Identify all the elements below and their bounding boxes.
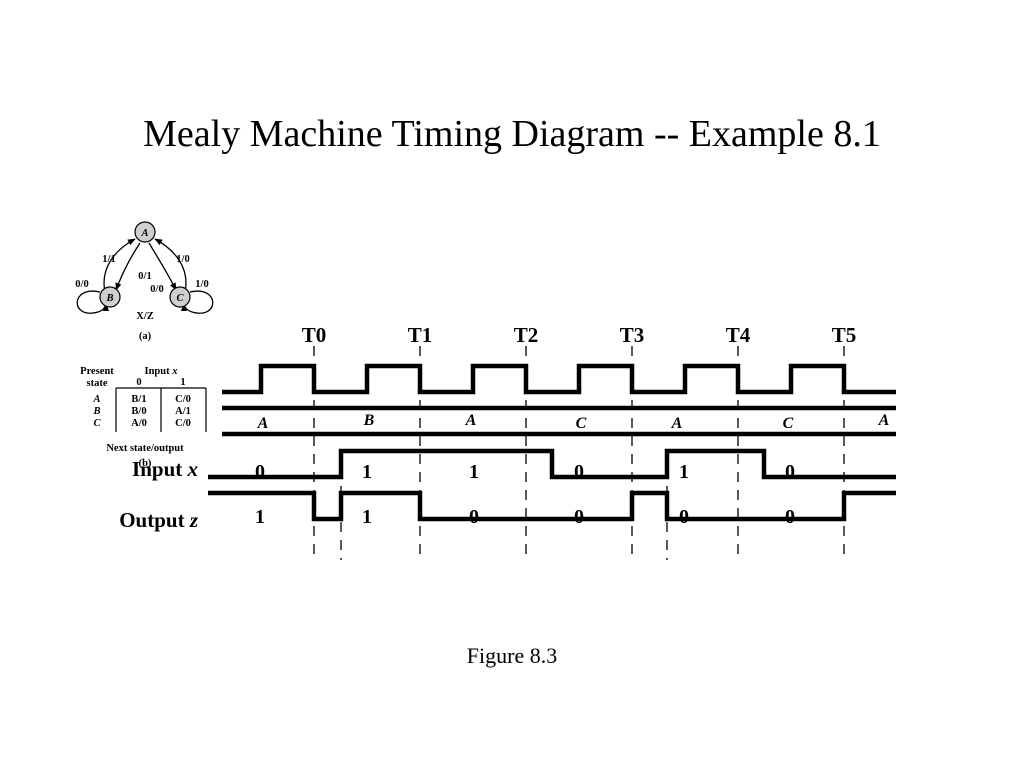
- tick-label: T4: [726, 323, 751, 347]
- state-node-a-label: A: [140, 228, 148, 239]
- edge-label-b-b: 0/0: [75, 279, 88, 290]
- state-label: A: [671, 415, 683, 432]
- tick-label: T3: [620, 323, 645, 347]
- tick-label: T1: [408, 323, 433, 347]
- output-value: 1: [255, 506, 265, 528]
- state-label: B: [363, 412, 375, 429]
- edge-b-to-a: [115, 242, 141, 291]
- edge-label-b-a: 0/1: [138, 271, 151, 282]
- state-label: C: [576, 415, 587, 432]
- input-value: 0: [255, 461, 265, 483]
- table-col-0: 0: [136, 377, 141, 388]
- state-node-c: [169, 286, 191, 308]
- clock-waveform: [222, 363, 896, 395]
- input-value: 1: [469, 461, 479, 483]
- output-value: 0: [574, 506, 584, 528]
- table-row-state: B: [92, 406, 100, 417]
- table-header-input: Input x: [145, 366, 178, 377]
- figure-caption: Figure 8.3: [467, 643, 557, 668]
- table-row-x0: B/0: [131, 406, 146, 417]
- state-label: C: [783, 415, 794, 432]
- input-label: Input x: [132, 457, 198, 481]
- edge-a-to-c: [148, 242, 177, 291]
- output-value: 1: [362, 506, 372, 528]
- slide-title: Mealy Machine Timing Diagram -- Example …: [143, 113, 881, 155]
- table-row-x1: C/0: [175, 418, 191, 429]
- output-value: 0: [469, 506, 479, 528]
- table-row-state: C: [93, 418, 101, 429]
- state-node-a: [134, 221, 156, 243]
- output-waveform: [208, 490, 896, 522]
- edge-label-a-b: 1/1: [102, 254, 115, 265]
- table-row-x1: A/1: [175, 406, 191, 417]
- table-row-x0: A/0: [131, 418, 147, 429]
- tick-label: T5: [832, 323, 857, 347]
- table-header-present: Present: [80, 366, 114, 377]
- edge-label-c-c: 1/0: [195, 279, 208, 290]
- input-value: 1: [679, 461, 689, 483]
- table-footer: Next state/output: [106, 443, 184, 454]
- timing-diagram: T0 T1 T2 T3 T4 T5 A B A C A C A Input x …: [119, 323, 896, 560]
- table-col-1: 1: [180, 377, 185, 388]
- state-label: A: [465, 412, 477, 429]
- state-label: A: [257, 415, 269, 432]
- state-node-b: [99, 286, 121, 308]
- state-diagram-legend: X/Z: [136, 311, 154, 322]
- output-value: 0: [679, 506, 689, 528]
- output-label: Output z: [119, 508, 199, 532]
- output-value: 0: [785, 506, 795, 528]
- tick-label: T0: [302, 323, 327, 347]
- state-label: A: [878, 412, 890, 429]
- table-row-x0: B/1: [131, 394, 146, 405]
- edge-c-to-a: [154, 238, 187, 293]
- self-loop-b: [76, 290, 110, 314]
- table-row-state: A: [92, 394, 100, 405]
- table-row-x1: C/0: [175, 394, 191, 405]
- edge-label-c-a: 0/0: [150, 284, 163, 295]
- state-node-b-label: B: [105, 293, 113, 304]
- input-value: 0: [785, 461, 795, 483]
- self-loop-c: [180, 290, 214, 314]
- input-value: 0: [574, 461, 584, 483]
- state-diagram-sublabel: (a): [139, 331, 152, 342]
- table-sublabel: (b): [139, 458, 152, 469]
- table-header-state: state: [87, 378, 108, 389]
- input-value: 1: [362, 461, 372, 483]
- tick-label: T2: [514, 323, 539, 347]
- edge-a-to-b: [103, 238, 136, 293]
- input-waveform: [208, 448, 896, 480]
- edge-label-a-c: 1/0: [176, 254, 189, 265]
- state-table: Present state Input x 0 1 A B/1 C/0 B B/…: [80, 366, 207, 469]
- state-node-c-label: C: [176, 293, 184, 304]
- state-diagram: A B C 1/1 0/1 1/0 0/0 0/0 1/0 X/Z (a): [75, 221, 214, 342]
